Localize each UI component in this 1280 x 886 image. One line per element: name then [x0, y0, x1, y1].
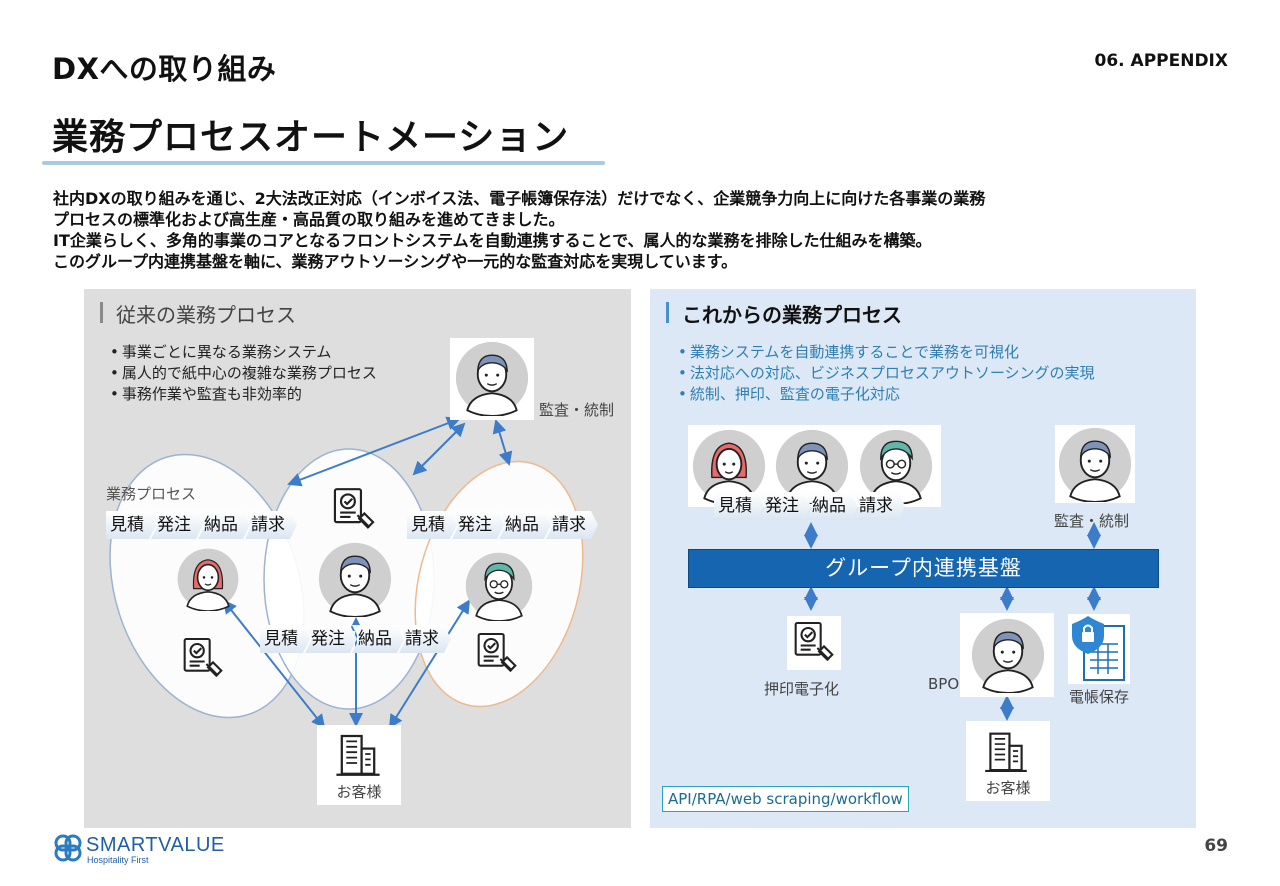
seal-icon — [794, 621, 834, 661]
step-invoice: 請求 — [245, 511, 297, 539]
building-icon — [984, 732, 1028, 773]
step-delivery: 納品 — [499, 511, 551, 539]
process-flow: 見積 発注 納品 請求 — [714, 492, 900, 520]
step-order: 発注 — [305, 625, 357, 653]
seal-icon — [183, 637, 223, 677]
group-integration-platform: グループ内連携基盤 — [688, 549, 1159, 588]
intro-line: 社内DXの取り組みを通じ、2大法改正対応（インボイス法、電子帳簿保存法）だけでな… — [53, 189, 986, 208]
customer-box: お客様 — [317, 725, 401, 805]
audit-label: 監査・統制 — [1054, 512, 1130, 530]
auditor-avatar — [1055, 425, 1135, 503]
process-flow-3: 見積 発注 納品 請求 — [407, 511, 593, 539]
customer-label: お客様 — [985, 779, 1031, 797]
new-process-panel: これからの業務プロセス 業務システムを自動連携することで業務を可視化 法対応への… — [650, 289, 1196, 828]
step-delivery: 納品 — [806, 492, 858, 520]
ledger-label: 電帳保存 — [1069, 688, 1130, 706]
step-order: 発注 — [759, 492, 811, 520]
step-estimate: 見積 — [260, 625, 310, 653]
step-order: 発注 — [151, 511, 203, 539]
seal-icon — [333, 488, 375, 529]
logo-text: SMARTVALUE — [86, 834, 225, 856]
step-estimate: 見積 — [106, 511, 156, 539]
logo-tagline: Hospitality First — [87, 855, 149, 865]
document-lock-icon — [1072, 616, 1125, 681]
bpo-label: BPO — [928, 675, 960, 693]
bullet-item: 事業ごとに異なる業務システム — [110, 342, 377, 363]
auditor-avatar — [450, 338, 534, 420]
page-number: 69 — [1204, 836, 1228, 856]
seal-box — [787, 616, 841, 670]
page-title: 業務プロセスオートメーション — [52, 117, 570, 158]
customer-label: お客様 — [336, 783, 382, 801]
bullet-item: 統制、押印、監査の電子化対応 — [678, 384, 1095, 405]
old-process-heading: 従来の業務プロセス — [100, 299, 296, 328]
old-process-bullets: 事業ごとに異なる業務システム 属人的で紙中心の複雑な業務プロセス 事務作業や監査… — [110, 342, 377, 405]
person-icon — [454, 340, 530, 416]
seal-icon — [477, 632, 517, 672]
step-invoice: 請求 — [546, 511, 598, 539]
bpo-avatar — [960, 613, 1054, 697]
new-process-heading: これからの業務プロセス — [666, 299, 902, 328]
audit-label: 監査・統制 — [539, 401, 615, 419]
step-delivery: 納品 — [352, 625, 404, 653]
step-invoice: 請求 — [853, 492, 905, 520]
bullet-item: 業務システムを自動連携することで業務を可視化 — [678, 342, 1095, 363]
intro-line: プロセスの標準化および高生産・高品質の取り組みを進めてきました。 — [53, 210, 565, 229]
intro-line: このグループ内連携基盤を軸に、業務アウトソーシングや一元的な監査対応を実現してい… — [53, 252, 738, 271]
process-flow-2: 見積 発注 納品 請求 — [260, 625, 446, 653]
process-flow-1: 見積 発注 納品 請求 — [106, 511, 292, 539]
appendix-label: 06. APPENDIX — [1094, 51, 1229, 71]
clover-logo-icon — [54, 834, 82, 862]
person-icon — [970, 617, 1046, 693]
process-label: 業務プロセス — [106, 485, 197, 503]
intro-line: IT企業らしく、多角的事業のコアとなるフロントシステムを自動連携することで、属人… — [53, 231, 932, 250]
person-icon — [176, 547, 240, 611]
section-title: DXへの取り組み — [52, 52, 277, 86]
person-icon — [317, 541, 393, 617]
bullet-item: 法対応への対応、ビジネスプロセスアウトソーシングの実現 — [678, 363, 1095, 384]
bullet-item: 属人的で紙中心の複雑な業務プロセス — [110, 363, 377, 384]
step-order: 発注 — [452, 511, 504, 539]
new-process-arrows — [804, 522, 1101, 721]
building-icon — [335, 734, 381, 776]
step-estimate: 見積 — [714, 492, 764, 520]
step-estimate: 見積 — [407, 511, 457, 539]
person-icon — [1057, 426, 1133, 502]
person-icon — [464, 551, 534, 621]
step-delivery: 納品 — [198, 511, 250, 539]
new-process-bullets: 業務システムを自動連携することで業務を可視化 法対応への対応、ビジネスプロセスア… — [678, 342, 1095, 405]
ledger-box — [1068, 614, 1130, 684]
title-underline — [42, 161, 605, 165]
tools-label: API/RPA/web scraping/workflow — [662, 786, 909, 812]
intro-paragraph: 社内DXの取り組みを通じ、2大法改正対応（インボイス法、電子帳簿保存法）だけでな… — [53, 188, 1243, 272]
old-process-panel: 従来の業務プロセス 事業ごとに異なる業務システム 属人的で紙中心の複雑な業務プロ… — [84, 289, 631, 828]
step-invoice: 請求 — [399, 625, 451, 653]
bullet-item: 事務作業や監査も非効率的 — [110, 384, 377, 405]
customer-box: お客様 — [966, 721, 1050, 801]
seal-label: 押印電子化 — [764, 680, 840, 698]
